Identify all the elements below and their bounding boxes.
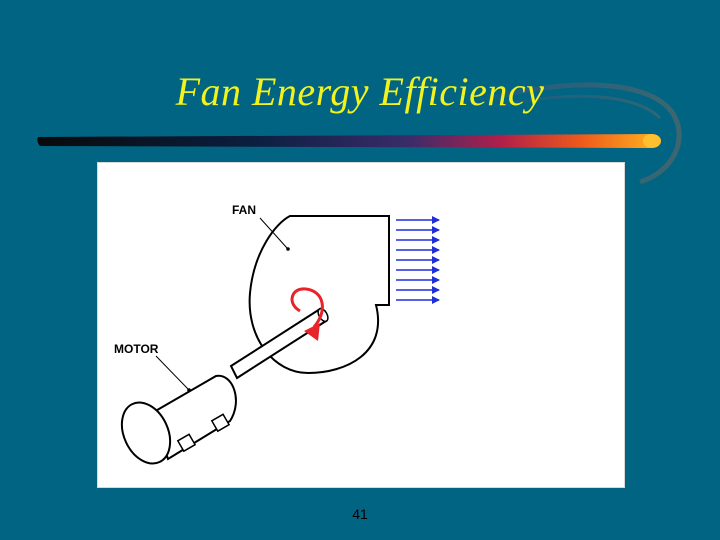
page-number: 41 bbox=[352, 506, 368, 522]
rotation-arrow-icon bbox=[290, 287, 324, 341]
airflow-arrows-icon bbox=[396, 216, 440, 304]
fan-motor-diagram: FAN MOTOR bbox=[97, 162, 625, 488]
diagram-canvas: FAN MOTOR bbox=[114, 203, 440, 465]
fan-label: FAN bbox=[232, 203, 256, 217]
motor-label: MOTOR bbox=[114, 342, 159, 356]
fan-leader-line bbox=[259, 217, 288, 249]
slide-title: Fan Energy Efficiency bbox=[175, 69, 545, 114]
motor-leader-line bbox=[155, 355, 189, 390]
motor bbox=[120, 374, 237, 465]
